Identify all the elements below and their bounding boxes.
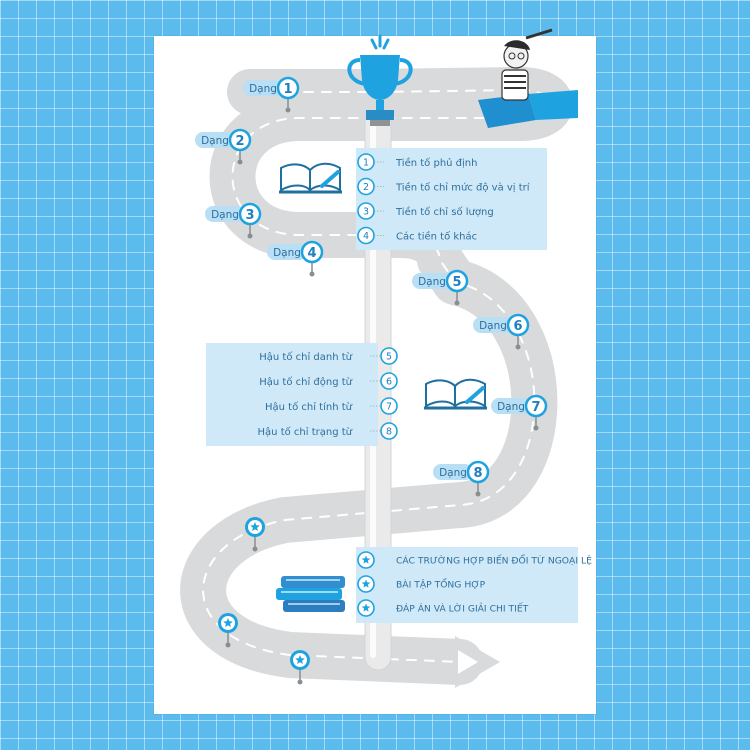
open-book-icon xyxy=(279,162,342,194)
prefix-item-2: 2 Tiền tố chỉ mức độ và vị trí xyxy=(357,177,531,196)
suffix-panel xyxy=(206,343,378,446)
svg-text:Tiền tố chỉ số lượng: Tiền tố chỉ số lượng xyxy=(395,206,494,218)
svg-text:Dạng: Dạng xyxy=(479,320,507,332)
final-item-1: CÁC TRƯỜNG HỢP BIẾN ĐỔI TỪ NGOẠI LỆ xyxy=(357,551,592,569)
svg-text:1: 1 xyxy=(283,82,292,97)
svg-text:Dạng: Dạng xyxy=(249,83,277,95)
svg-text:5: 5 xyxy=(452,275,461,290)
suffix-item-5: 5 Hậu tố chỉ danh từ xyxy=(259,347,398,365)
svg-text:Hậu tố chỉ trạng từ: Hậu tố chỉ trạng từ xyxy=(258,426,353,438)
final-item-2: BÀI TẬP TỔNG HỢP xyxy=(357,575,486,593)
book-stack-icon xyxy=(276,576,345,612)
final-panel xyxy=(356,547,578,623)
svg-text:7: 7 xyxy=(531,400,540,415)
svg-text:Tiền tố chỉ mức độ và vị trí: Tiền tố chỉ mức độ và vị trí xyxy=(395,182,531,194)
svg-text:2: 2 xyxy=(363,182,369,193)
final-item-3: ĐÁP ÁN VÀ LỜI GIẢI CHI TIẾT xyxy=(357,599,529,617)
svg-text:4: 4 xyxy=(363,231,369,242)
dang-marker-3: Dạng 3 xyxy=(205,202,262,239)
svg-text:CÁC TRƯỜNG HỢP BIẾN ĐỔI TỪ NGO: CÁC TRƯỜNG HỢP BIẾN ĐỔI TỪ NGOẠI LỆ xyxy=(396,554,592,567)
svg-text:2: 2 xyxy=(235,134,244,149)
svg-text:Dạng: Dạng xyxy=(439,467,467,479)
svg-text:Các tiền tố khác: Các tiền tố khác xyxy=(396,231,477,243)
dang-marker-7: Dạng 7 xyxy=(491,394,548,431)
svg-text:1: 1 xyxy=(363,158,369,169)
dang-marker-6: Dạng 6 xyxy=(473,313,530,350)
svg-text:3: 3 xyxy=(245,208,254,223)
svg-text:ĐÁP ÁN VÀ LỜI GIẢI CHI TIẾT: ĐÁP ÁN VÀ LỜI GIẢI CHI TIẾT xyxy=(396,603,529,615)
suffix-item-7: 7 Hậu tố chỉ tính từ xyxy=(265,397,398,415)
prefix-item-3: 3 Tiền tố chỉ số lượng xyxy=(357,202,494,220)
svg-text:Hậu tố chỉ danh từ: Hậu tố chỉ danh từ xyxy=(259,351,352,363)
prefix-panel xyxy=(356,148,547,250)
svg-text:Dạng: Dạng xyxy=(273,247,301,259)
svg-text:Dạng: Dạng xyxy=(201,135,229,147)
star-pin-icon xyxy=(290,650,310,685)
svg-text:4: 4 xyxy=(307,246,316,261)
svg-text:Hậu tố chỉ động từ: Hậu tố chỉ động từ xyxy=(259,376,352,388)
svg-text:8: 8 xyxy=(386,427,392,438)
dang-marker-1: Dạng 1 xyxy=(243,76,300,113)
star-pin-icon xyxy=(218,613,238,648)
svg-text:BÀI TẬP TỔNG HỢP: BÀI TẬP TỔNG HỢP xyxy=(396,578,486,591)
svg-text:5: 5 xyxy=(386,352,392,363)
svg-text:8: 8 xyxy=(473,466,482,481)
svg-text:Hậu tố chỉ tính từ: Hậu tố chỉ tính từ xyxy=(265,401,353,413)
svg-text:Dạng: Dạng xyxy=(497,401,525,413)
reader-on-book-icon xyxy=(478,28,578,128)
prefix-item-4: 4 Các tiền tố khác xyxy=(357,226,477,245)
svg-text:Dạng: Dạng xyxy=(211,209,239,221)
prefix-item-1: 1 Tiền tố phủ định xyxy=(357,153,477,171)
svg-text:Tiền tố phủ định: Tiền tố phủ định xyxy=(395,157,477,169)
svg-text:3: 3 xyxy=(363,207,369,218)
dang-marker-2: Dạng 2 xyxy=(195,128,252,165)
suffix-item-8: 8 Hậu tố chỉ trạng từ xyxy=(258,422,398,440)
svg-text:Dạng: Dạng xyxy=(418,276,446,288)
trophy-icon xyxy=(347,34,413,126)
star-pin-icon xyxy=(245,517,265,552)
suffix-item-6: 6 Hậu tố chỉ động từ xyxy=(259,372,398,390)
dang-marker-4: Dạng 4 xyxy=(267,240,324,277)
svg-text:6: 6 xyxy=(386,377,392,388)
svg-text:7: 7 xyxy=(386,402,392,413)
dang-marker-5: Dạng 5 xyxy=(412,269,469,306)
svg-text:6: 6 xyxy=(513,319,522,334)
dang-marker-8: Dạng 8 xyxy=(433,460,490,497)
open-book-icon xyxy=(424,378,487,410)
